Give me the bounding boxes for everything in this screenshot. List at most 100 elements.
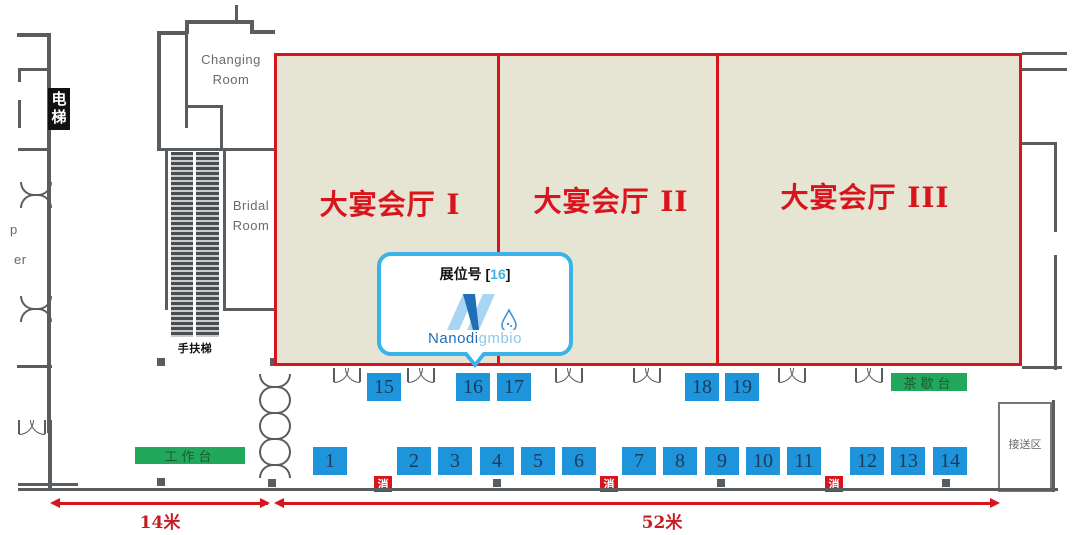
door-icon: [18, 420, 46, 435]
door-icon: [778, 368, 806, 383]
wall: [165, 150, 168, 310]
door-icon: [633, 368, 661, 383]
dimension-line-52m: [278, 502, 994, 505]
tea-station: 茶歇台: [891, 373, 967, 391]
door-icon: [855, 368, 883, 383]
wall: [1052, 400, 1055, 492]
dimension-label-52m: 52米: [641, 513, 683, 533]
dimension-line-14m: [54, 502, 268, 505]
booth-2[interactable]: 2: [397, 447, 431, 475]
revolving-door-icon: [20, 296, 52, 322]
pillar: [268, 479, 276, 487]
logo-text-dark: Nanodi: [428, 330, 479, 347]
wall: [185, 20, 189, 34]
booth-16[interactable]: 16: [456, 373, 490, 401]
partial-label: p: [10, 222, 18, 237]
booth-4[interactable]: 4: [480, 447, 514, 475]
logo-text-light: gmbio: [478, 330, 522, 347]
changing-room-label: Changing Room: [201, 52, 261, 87]
wall: [223, 308, 275, 311]
reception-area-label: 接送区: [1008, 439, 1042, 451]
partial-label: er: [14, 252, 27, 267]
escalator-label: 手扶梯: [177, 343, 213, 355]
booth-14[interactable]: 14: [933, 447, 967, 475]
company-logo-text: Nanodigmbio: [381, 330, 569, 347]
arrow-head-icon: [260, 498, 270, 508]
wall: [157, 31, 161, 151]
wall: [18, 68, 21, 82]
wall: [48, 420, 52, 490]
tooltip-pointer-inner: [467, 352, 483, 362]
banquet-hall-3[interactable]: [716, 53, 1022, 366]
wall: [223, 150, 226, 310]
tooltip-booth-number: 16: [490, 266, 506, 282]
wall: [1054, 142, 1057, 232]
dimension-label-14m: 14米: [139, 513, 181, 533]
revolving-door-icon: [259, 452, 291, 478]
booth-17[interactable]: 17: [497, 373, 531, 401]
company-logo-icon: [447, 294, 517, 330]
booth-7[interactable]: 7: [622, 447, 656, 475]
booth-9[interactable]: 9: [705, 447, 739, 475]
wall: [235, 5, 238, 23]
pillar: [157, 478, 165, 486]
booth-5[interactable]: 5: [521, 447, 555, 475]
tooltip-title-prefix: 展位号 [: [439, 266, 491, 282]
booth-1[interactable]: 1: [313, 447, 347, 475]
pillar: [717, 479, 725, 487]
booth-18[interactable]: 18: [685, 373, 719, 401]
wall: [185, 20, 250, 24]
wall: [1022, 142, 1057, 145]
wall: [18, 148, 48, 151]
wall: [18, 68, 48, 71]
booth-6[interactable]: 6: [562, 447, 596, 475]
banquet-hall-2[interactable]: [497, 53, 719, 366]
arrow-head-icon: [274, 498, 284, 508]
revolving-door-icon: [259, 374, 291, 400]
bridal-room-label: Bridal Room: [232, 198, 270, 233]
tooltip-title: 展位号 [16]: [381, 264, 569, 284]
pillar: [493, 479, 501, 487]
wall: [1054, 255, 1057, 370]
revolving-door-icon: [259, 400, 291, 426]
wall: [1022, 366, 1062, 369]
booth-12[interactable]: 12: [850, 447, 884, 475]
wall: [18, 483, 78, 486]
revolving-door-icon: [259, 426, 291, 452]
door-icon: [407, 368, 435, 383]
booth-10[interactable]: 10: [746, 447, 780, 475]
wall: [157, 31, 187, 35]
booth-13[interactable]: 13: [891, 447, 925, 475]
pillar: [942, 479, 950, 487]
wall: [18, 488, 1058, 491]
work-table: 工作台: [135, 447, 245, 464]
tooltip-title-suffix: ]: [505, 266, 511, 282]
wall: [47, 33, 51, 433]
wall: [220, 105, 223, 150]
wall: [185, 33, 188, 128]
booth-19[interactable]: 19: [725, 373, 759, 401]
arrow-head-icon: [50, 498, 60, 508]
door-icon: [333, 368, 361, 383]
booth-8[interactable]: 8: [663, 447, 697, 475]
revolving-door-icon: [20, 182, 52, 208]
wall: [17, 33, 47, 37]
elevator-label: 电梯: [48, 88, 70, 130]
escalator-divider: [193, 152, 196, 337]
wall: [18, 100, 21, 128]
banquet-hall-1-label: 大宴会厅 I: [319, 188, 461, 221]
wall: [250, 20, 254, 32]
wall: [1022, 52, 1067, 55]
wall: [17, 365, 52, 368]
booth-15[interactable]: 15: [367, 373, 401, 401]
pillar: [157, 358, 165, 366]
booth-3[interactable]: 3: [438, 447, 472, 475]
reception-area: [998, 402, 1052, 492]
wall: [250, 30, 275, 34]
arrow-head-icon: [990, 498, 1000, 508]
banquet-hall-2-label: 大宴会厅 II: [533, 185, 689, 218]
wall: [157, 148, 275, 151]
booth-11[interactable]: 11: [787, 447, 821, 475]
wall: [1022, 68, 1067, 71]
banquet-hall-3-label: 大宴会厅 III: [780, 181, 950, 214]
